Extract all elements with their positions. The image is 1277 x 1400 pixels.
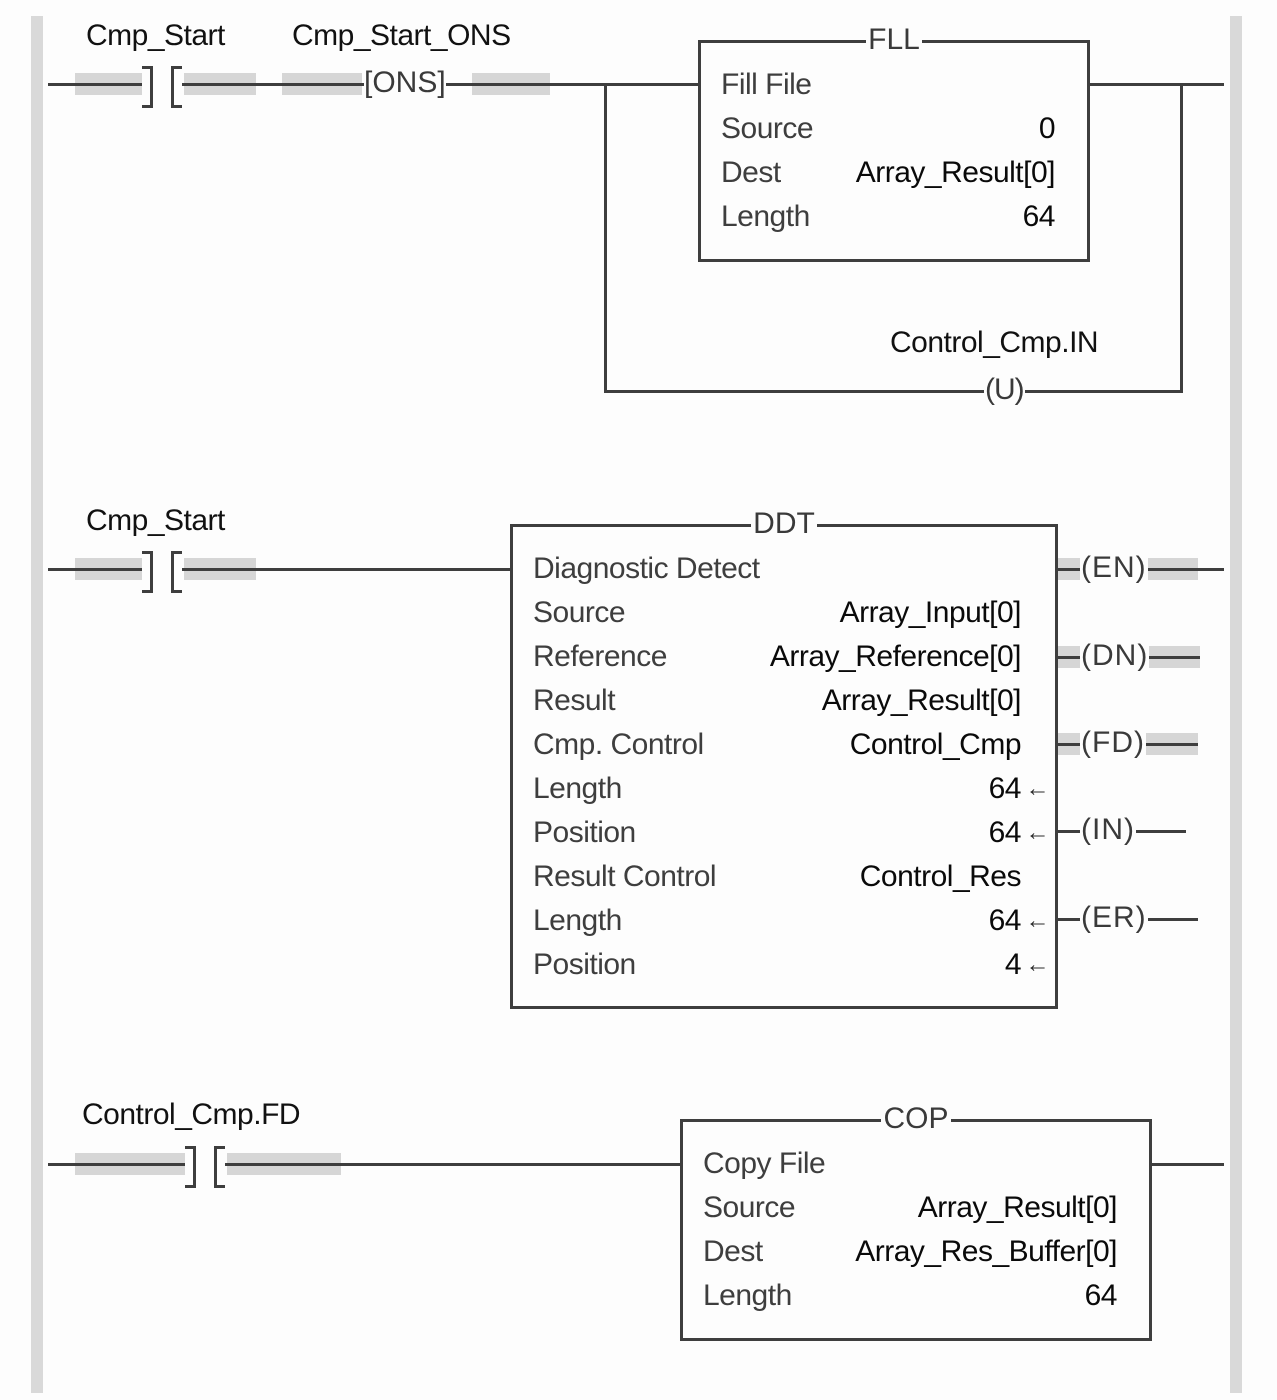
unlatch-coil[interactable]: (U) [984,373,1025,407]
param-value[interactable]: Array_Result[0] [917,1191,1118,1224]
instruction-description: Copy File [703,1147,826,1180]
ddt-instruction-box[interactable]: DDT Diagnostic Detect Source Array_Input[… [510,507,1058,1009]
param-value[interactable]: 64 [988,772,1022,805]
param-label: Cmp. Control [533,728,704,761]
output-bit-fd[interactable]: (FD) [1080,726,1146,760]
branch-wire [604,83,607,393]
param-value[interactable]: Control_Cmp [849,728,1022,761]
branch-wire [1180,83,1183,393]
instruction-description: Diagnostic Detect [533,552,760,585]
param-label: Source [721,112,814,145]
param-label: Dest [721,156,781,189]
param-value[interactable]: Array_Result[0] [855,156,1056,189]
param-value[interactable]: Array_Res_Buffer[0] [855,1235,1117,1268]
param-row[interactable]: Cmp. Control Control_Cmp [533,723,1022,767]
param-value[interactable]: 64 [988,816,1022,849]
param-label: Source [703,1191,796,1224]
param-row[interactable]: Position 64← [533,811,1049,855]
instruction-description: Fill File [721,68,812,101]
value-arrow-icon: ← [1025,819,1050,846]
right-power-rail [1230,16,1242,1393]
param-label: Length [703,1279,792,1312]
param-value[interactable]: Array_Input[0] [839,596,1022,629]
value-arrow-icon: ← [1025,775,1050,802]
param-value[interactable]: Control_Res [859,860,1022,893]
param-row[interactable]: Dest Array_Res_Buffer[0] [703,1230,1117,1274]
param-label: Source [533,596,626,629]
param-row[interactable]: Dest Array_Result[0] [721,151,1056,195]
rung-wire [1087,83,1224,86]
param-label: Length [533,772,622,805]
param-value[interactable]: 64 [988,904,1022,937]
output-bit-en[interactable]: (EN) [1080,551,1148,585]
param-label: Length [721,200,810,233]
coil-tag[interactable]: Control_Cmp.IN [890,326,1099,359]
rung-wire [1150,1163,1224,1166]
param-label: Result Control [533,860,717,893]
xic-contact-icon[interactable] [142,551,182,593]
param-value[interactable]: 64 [1022,200,1056,233]
value-arrow-icon: ← [1025,907,1050,934]
instruction-mnemonic: FLL [866,23,922,56]
param-label: Reference [533,640,667,673]
param-row[interactable]: Length 64← [533,767,1049,811]
param-value[interactable]: 64 [1084,1279,1118,1312]
contact-tag[interactable]: Control_Cmp.FD [82,1098,301,1131]
instruction-mnemonic: COP [881,1102,951,1135]
param-label: Position [533,948,636,981]
instruction-mnemonic: DDT [751,507,817,540]
ons-instruction[interactable]: [ONS] [364,66,446,100]
param-row[interactable]: Source Array_Result[0] [703,1186,1118,1230]
rung-wire [48,1163,682,1166]
param-row[interactable]: Source 0 [721,107,1056,151]
output-bit-dn[interactable]: (DN) [1080,639,1150,673]
param-label: Result [533,684,616,717]
param-row[interactable]: Length 64 [703,1274,1118,1318]
param-label: Dest [703,1235,763,1268]
cop-instruction-box[interactable]: COP Copy File Source Array_Result[0] Dest… [680,1102,1152,1341]
xic-contact-icon[interactable] [142,66,182,108]
param-value[interactable]: Array_Reference[0] [769,640,1022,673]
param-row[interactable]: Source Array_Input[0] [533,591,1022,635]
param-row[interactable]: Result Array_Result[0] [533,679,1022,723]
xic-contact-icon[interactable] [185,1146,225,1188]
output-bit-in[interactable]: (IN) [1080,813,1136,847]
param-value[interactable]: 4 [1004,948,1022,981]
rung-wire [48,83,550,86]
param-row[interactable]: Reference Array_Reference[0] [533,635,1022,679]
fll-instruction-box[interactable]: FLL Fill File Source 0 Dest Array_Result[0… [698,23,1090,262]
ons-tag[interactable]: Cmp_Start_ONS [292,19,511,52]
branch-wire [604,390,1183,393]
output-bit-er[interactable]: (ER) [1080,901,1148,935]
param-value[interactable]: 0 [1038,112,1056,145]
param-label: Length [533,904,622,937]
param-row[interactable]: Length 64 [721,195,1056,239]
param-row[interactable]: Position 4← [533,943,1049,987]
param-row[interactable]: Length 64← [533,899,1049,943]
contact-tag[interactable]: Cmp_Start [86,19,225,52]
contact-tag[interactable]: Cmp_Start [86,504,225,537]
left-power-rail [31,16,43,1393]
rung-wire [48,568,512,571]
param-value[interactable]: Array_Result[0] [821,684,1022,717]
value-arrow-icon: ← [1025,951,1050,978]
param-label: Position [533,816,636,849]
param-row[interactable]: Result Control Control_Res [533,855,1022,899]
